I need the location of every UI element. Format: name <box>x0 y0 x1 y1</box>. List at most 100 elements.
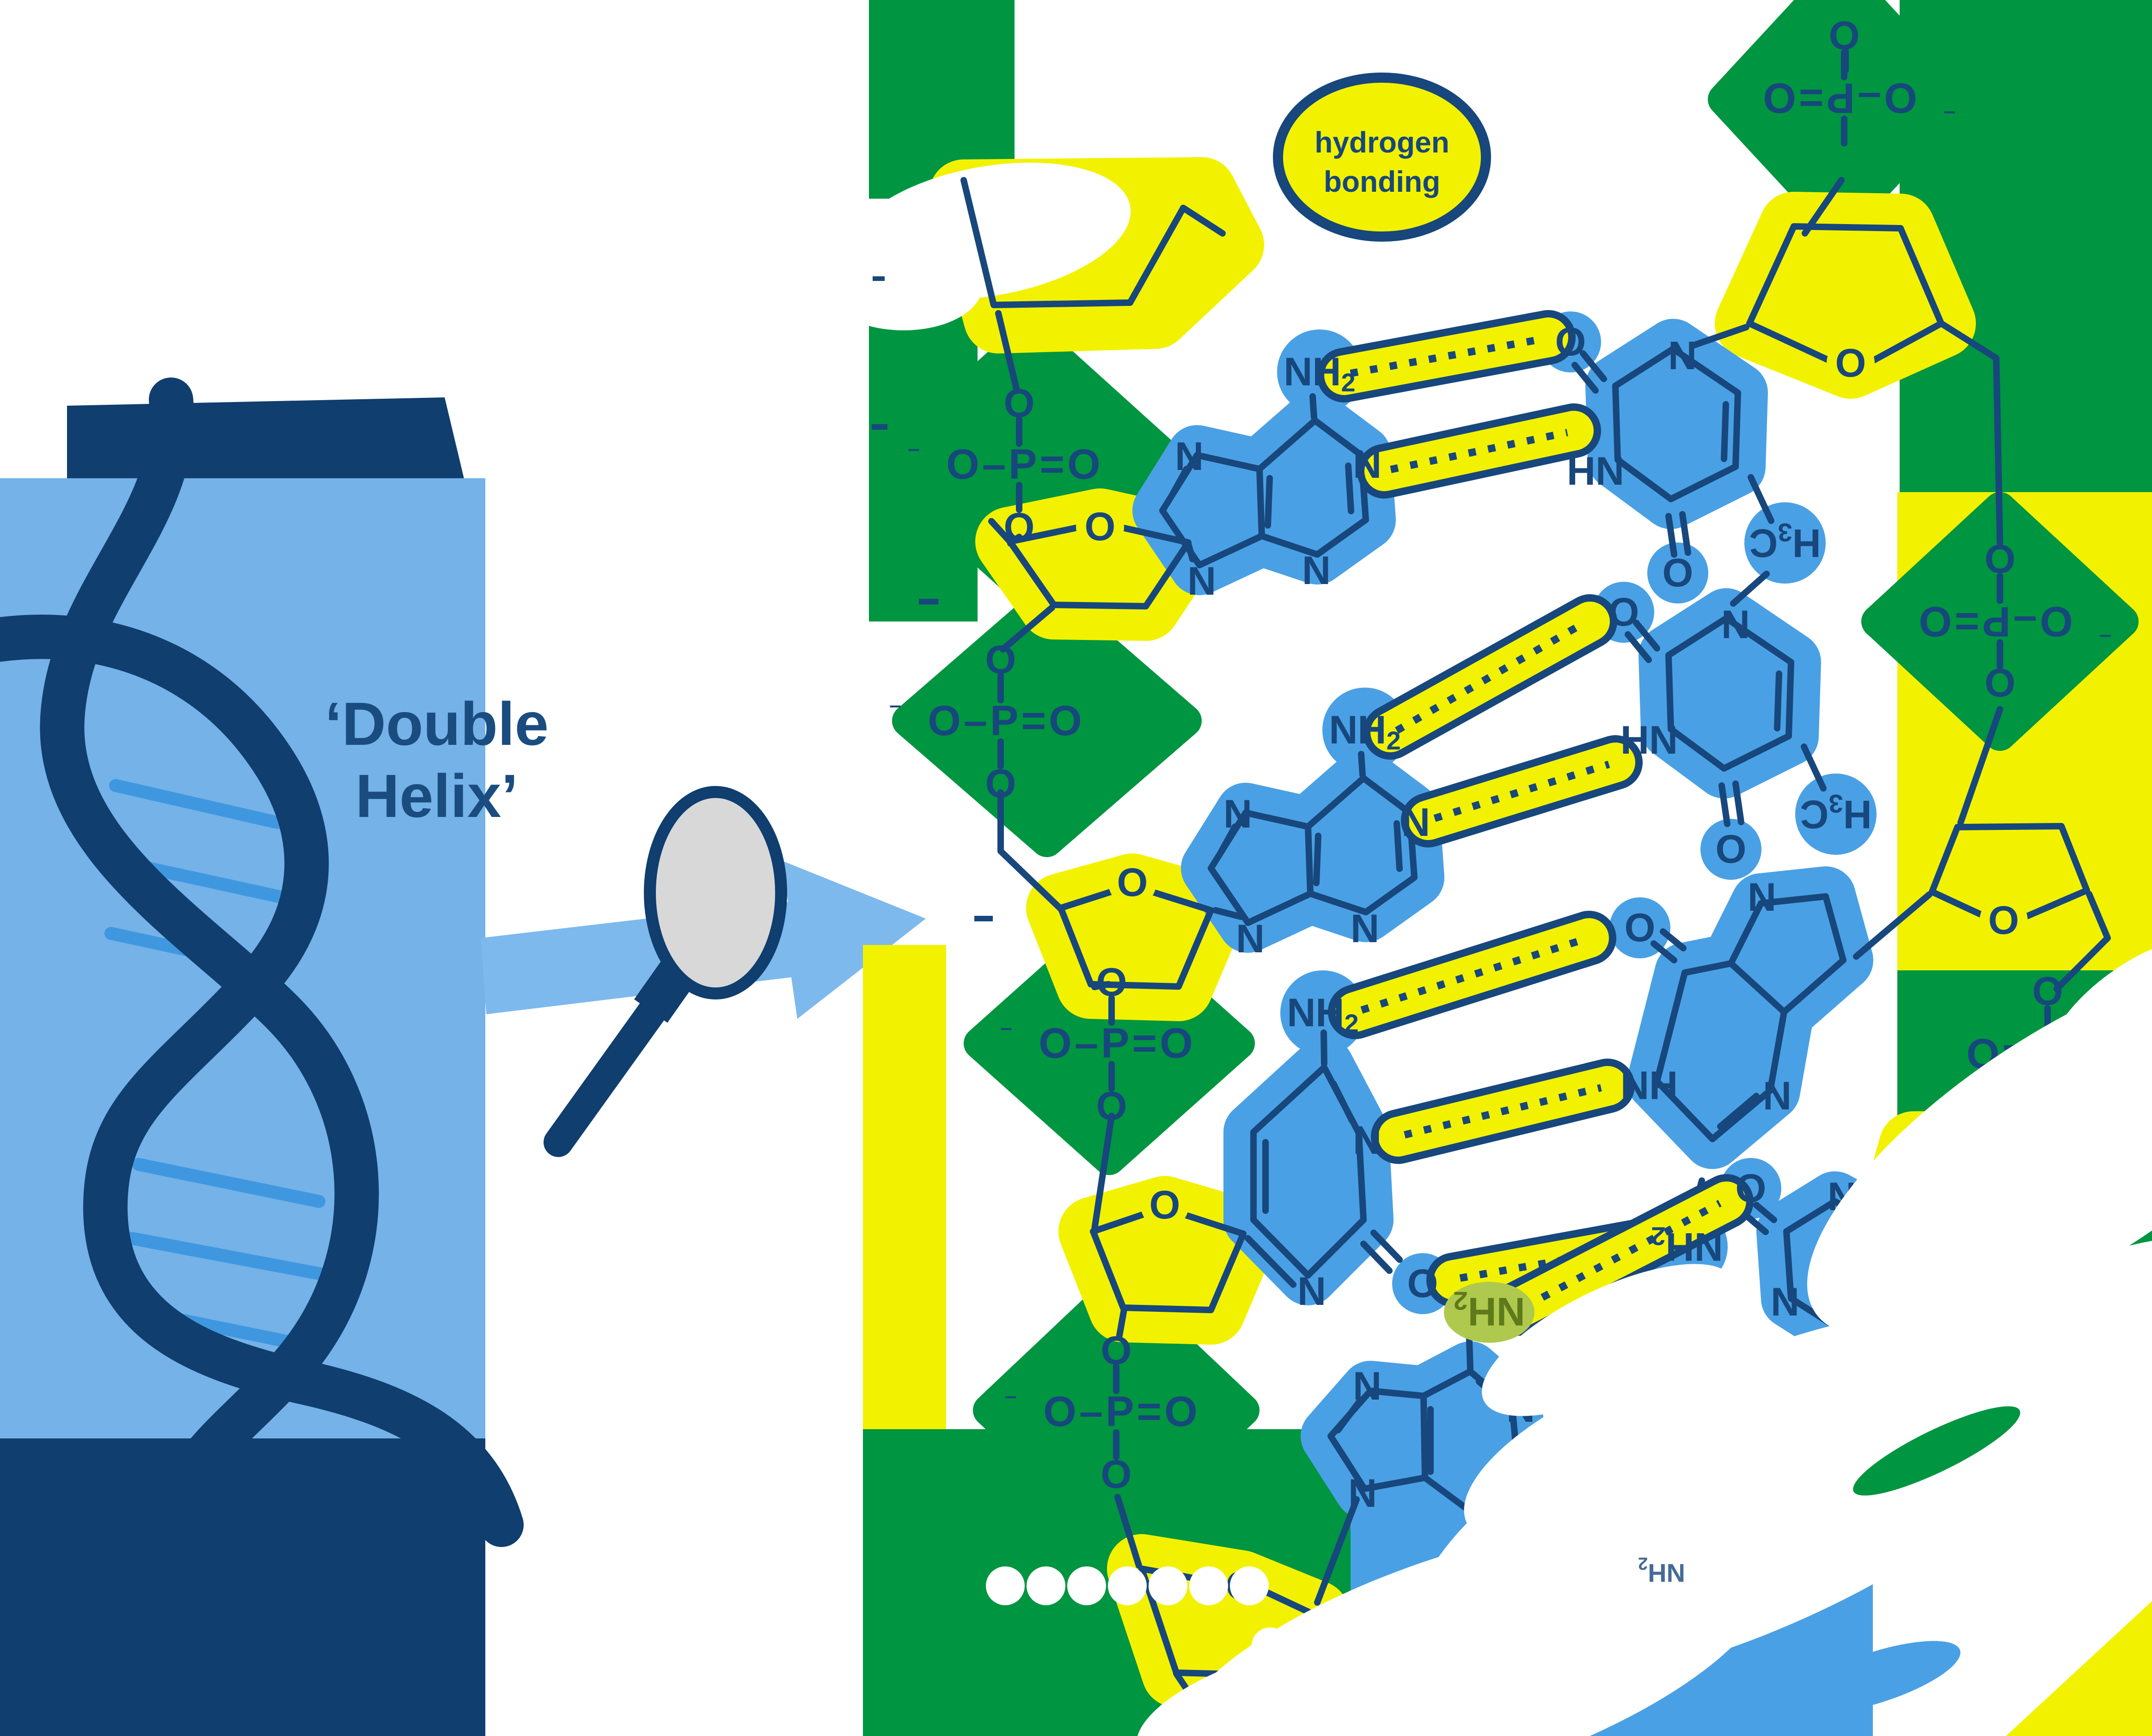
spray-dot <box>1493 1620 1530 1657</box>
hydrogen-bond-bars <box>1317 310 1754 1336</box>
ghost-nh2-label: NH2 <box>1638 1553 1685 1588</box>
nh2-label: NH2 <box>1453 1287 1525 1334</box>
stray-dash <box>872 424 887 430</box>
nitrogen-label: N <box>1223 792 1252 836</box>
base-highlight <box>1647 542 1708 603</box>
oxygen-label: O <box>2032 969 2063 1013</box>
hn-label: HN <box>1567 449 1624 493</box>
oxygen-label: O <box>1101 1452 1132 1497</box>
phosphate-row-label: O–P=O <box>928 697 1084 744</box>
zoom-indicator <box>481 786 926 1157</box>
smear <box>1464 1355 1790 1547</box>
spray-dot <box>1407 1627 1444 1664</box>
page-title-line2: Helix’ <box>355 762 518 830</box>
phosphate-row-label: O–P=O <box>1916 598 2073 645</box>
hydrogen-bond-bar <box>1357 403 1601 499</box>
phosphate-diamond <box>1708 0 1971 240</box>
stray-marks: NH2 <box>872 276 1685 1588</box>
bar-fill <box>1370 602 1610 752</box>
oxygen-label: O <box>1625 906 1656 950</box>
oxygen-label: O <box>1085 505 1116 549</box>
smear <box>2044 936 2152 1097</box>
hydrogen-bonding-callout: hydrogen bonding <box>1273 73 1491 242</box>
helix-strand-b <box>0 615 524 1547</box>
nitrogen-label: N <box>1348 1471 1377 1516</box>
thymine-bonds <box>1571 346 1774 558</box>
label-halo <box>1980 896 2028 944</box>
spray-dot <box>1329 1627 1366 1664</box>
spray-dot <box>1067 1566 1106 1605</box>
base-highlight <box>1700 819 1761 880</box>
phosphate-diamond <box>973 1274 1259 1547</box>
charge-label: ⁻ <box>2099 618 2112 646</box>
stray-dash <box>873 276 885 281</box>
hydrogen-bond-bar <box>1401 735 1643 847</box>
callout-ellipse <box>1273 73 1491 242</box>
spray-dots <box>986 1566 1604 1664</box>
corner-accents <box>1792 1406 2152 1736</box>
label-halo <box>1108 859 1156 907</box>
hydrogen-bond-bar <box>1328 911 1616 1039</box>
spray-dot <box>1149 1566 1187 1605</box>
spray-dot <box>1189 1566 1228 1605</box>
charge-label: ⁻ <box>1004 1388 1018 1415</box>
spray-dot <box>1108 1566 1147 1605</box>
methyl-label: H3C <box>1749 518 1821 566</box>
bar-fill <box>1498 1182 1746 1328</box>
phosphate-row-label: O–P=O <box>1760 74 1917 122</box>
guanine-bonds <box>1651 893 1846 1227</box>
oxygen-label: O <box>1149 1183 1180 1227</box>
left-panel: ‘Double Helix’ <box>0 378 549 1736</box>
spray-dot <box>1230 1566 1269 1605</box>
bar-fill <box>1324 317 1568 395</box>
yellow-strip-left <box>863 945 946 1430</box>
blue-streak <box>1792 1641 1961 1714</box>
oxygen-label: O <box>1096 1084 1127 1128</box>
phosphate-row-label: O–P=O <box>946 441 1103 488</box>
oxygen-label: O <box>1985 536 2016 581</box>
stray-dash <box>919 599 938 604</box>
nitrogen-label: N <box>1353 442 1382 487</box>
bar-fill <box>1335 918 1609 1032</box>
hydrogen-bond-bar <box>1363 594 1617 760</box>
magnifier-lens-icon <box>644 786 787 999</box>
green-streak <box>1853 1406 2020 1496</box>
spray-dot <box>1446 1627 1483 1664</box>
charge-label: ⁻ <box>1000 1019 1013 1047</box>
yellow-corner-streak <box>2006 1601 2152 1736</box>
bar-dotted-line <box>1395 620 1585 734</box>
adenine-bonds <box>1159 393 1369 568</box>
nitrogen-label: N <box>1668 334 1697 378</box>
oxygen-label: O <box>1608 590 1639 634</box>
oxygen-label: O <box>1101 1328 1132 1373</box>
phosphate-group: O⁻O–P=O <box>1760 13 1956 146</box>
bar-dotted-line <box>1350 335 1543 377</box>
oxygen-label: O <box>1096 960 1127 1005</box>
hn-label: HN <box>1620 718 1678 762</box>
nitrogen-label: N <box>1353 1118 1382 1163</box>
phosphate-group: O O ⁻ O–P=O <box>1916 536 2112 705</box>
callout-line2: bonding <box>1324 165 1440 198</box>
spray-dot <box>986 1566 1025 1605</box>
oxygen-label: O <box>1555 320 1586 364</box>
nitrogen-label: N <box>1748 875 1776 920</box>
oxygen-label: O <box>1407 1261 1438 1306</box>
oxygen-label: O <box>1985 660 2016 705</box>
oxygen-label: O <box>1117 860 1148 905</box>
cytosine-bonds <box>1250 1029 1403 1279</box>
label-halo <box>1827 339 1875 387</box>
label-halo <box>1141 1181 1189 1229</box>
spray-dot <box>1368 1627 1405 1664</box>
oxygen-label: O <box>985 638 1016 682</box>
spray-dot <box>1530 1620 1567 1657</box>
oxygen-label: O <box>1663 551 1693 595</box>
oxygen-label: O <box>1736 1166 1767 1211</box>
base-highlight <box>1795 774 1877 855</box>
bar-dotted-line <box>1523 1200 1722 1310</box>
helix-rung <box>109 779 284 829</box>
oxygen-label: O <box>1829 13 1860 57</box>
base-highlight <box>1223 1037 1394 1305</box>
nh2-label: NH2 <box>1284 350 1355 397</box>
nitrogen-label: N <box>1175 434 1204 479</box>
nitrogen-label: N <box>1401 800 1430 845</box>
